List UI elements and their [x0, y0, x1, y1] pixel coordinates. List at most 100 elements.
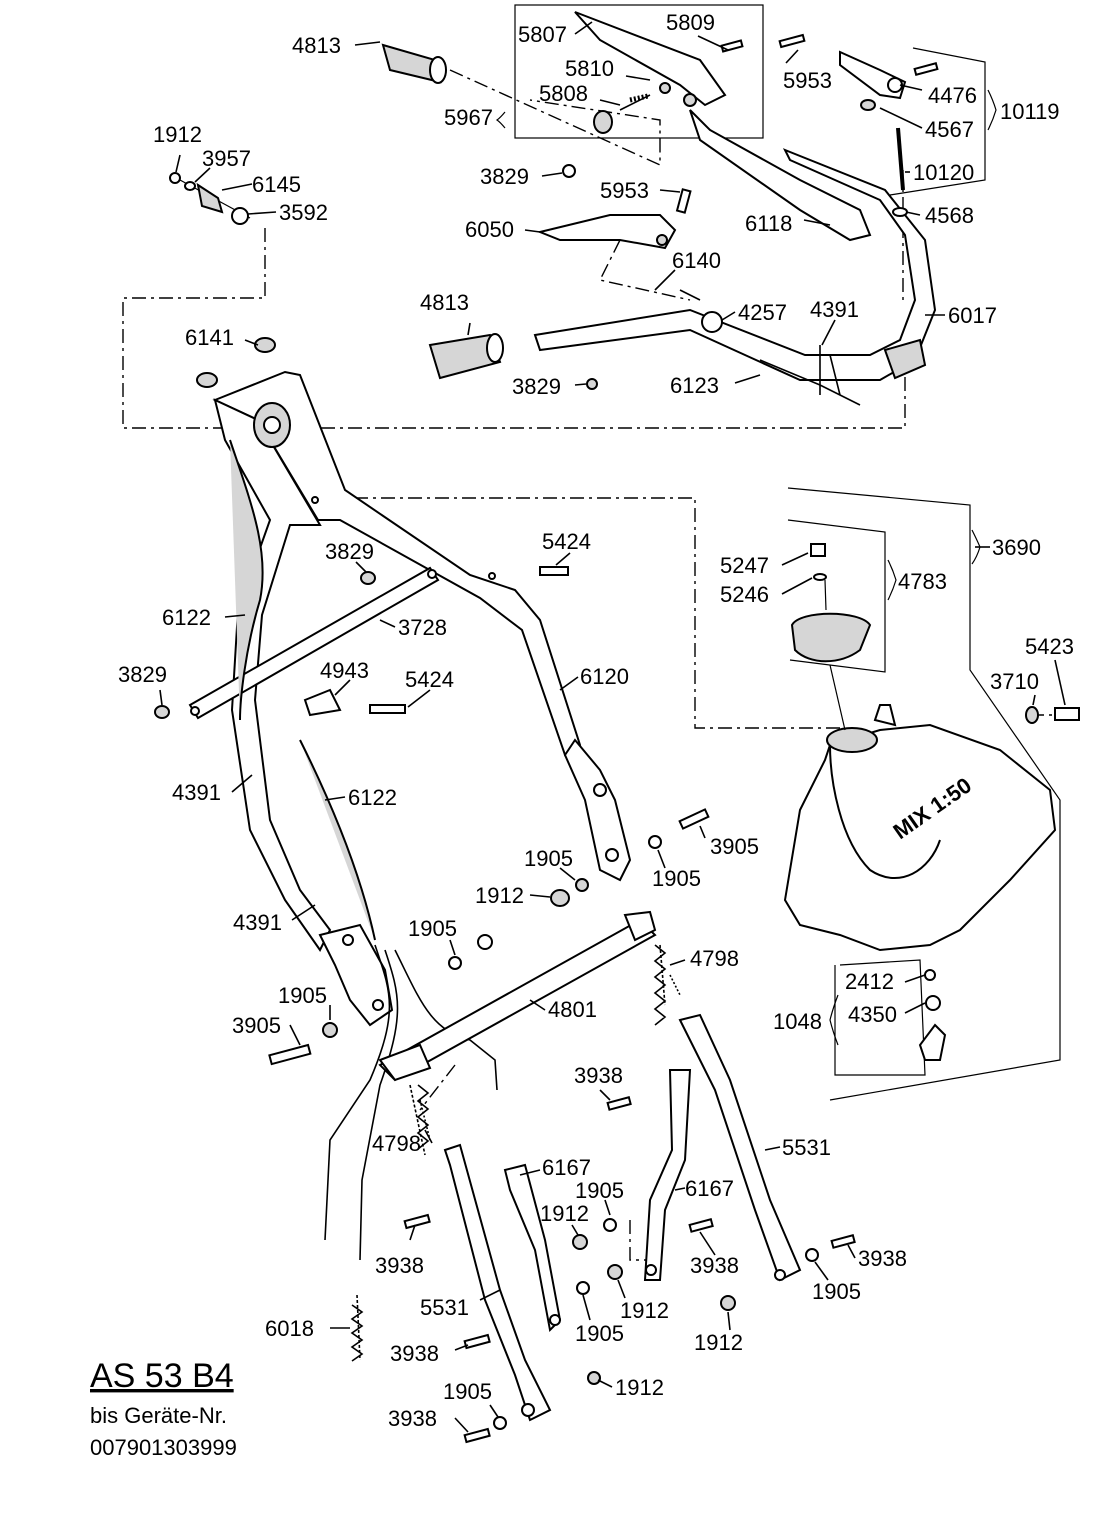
serial-note-line1: bis Geräte-Nr.	[90, 1403, 227, 1428]
part-label: 5424	[405, 667, 454, 692]
lever-5807-icon	[574, 11, 727, 107]
part-label: 1905	[575, 1178, 624, 1203]
part-label: 6017	[948, 303, 997, 328]
part-label: 3829	[118, 662, 167, 687]
lower-struts	[356, 910, 802, 1422]
part-label: 1905	[652, 866, 701, 891]
part-label: 1912	[540, 1201, 589, 1226]
leader-lines	[159, 21, 1066, 1433]
part-label: 4568	[925, 203, 974, 228]
part-label: 5810	[565, 56, 614, 81]
part-label: 1905	[408, 916, 457, 941]
fuel-tap-icon	[918, 1023, 947, 1061]
part-label: 1912	[620, 1298, 669, 1323]
cap-6141-icon	[196, 372, 218, 388]
part-label: 1905	[575, 1321, 624, 1346]
part-label: 5953	[600, 178, 649, 203]
grip-4813-lower-icon	[428, 333, 502, 380]
part-label: 1905	[524, 846, 573, 871]
part-label: 1905	[443, 1379, 492, 1404]
part-label: 6167	[685, 1176, 734, 1201]
model-info: AS 53 B4 bis Geräte-Nr. 007901303999	[90, 1357, 237, 1460]
part-label: 4798	[372, 1131, 421, 1156]
part-label: 3690	[992, 535, 1041, 560]
part-label: 3905	[710, 834, 759, 859]
part-label: 3710	[990, 669, 1039, 694]
part-label: 5246	[720, 582, 769, 607]
part-label: 3829	[325, 539, 374, 564]
part-label: 4801	[548, 997, 597, 1022]
part-label: 6141	[185, 325, 234, 350]
serial-note-line2: 007901303999	[90, 1435, 237, 1460]
part-label: 6123	[670, 373, 719, 398]
part-label: 4391	[810, 297, 859, 322]
part-label: 4783	[898, 569, 947, 594]
part-label: 3938	[574, 1063, 623, 1088]
part-label: 1048	[773, 1009, 822, 1034]
part-label: 3938	[388, 1406, 437, 1431]
part-label: 4476	[928, 83, 977, 108]
part-label: 3592	[279, 200, 328, 225]
part-label: 4257	[738, 300, 787, 325]
part-labels: 4813 5807 5809 5810 5808 5967 5953 4476 …	[118, 10, 1074, 1431]
part-label: 5807	[518, 22, 567, 47]
part-label: 1912	[615, 1375, 664, 1400]
cross-strut-3728	[188, 566, 440, 720]
part-label: 5423	[1025, 634, 1074, 659]
gear-4391-icon	[883, 338, 927, 380]
lever-group-box	[514, 4, 764, 139]
part-label: 6118	[745, 211, 792, 236]
handlebar-frame	[196, 337, 632, 1027]
part-label: 5531	[782, 1135, 831, 1160]
part-label: 3938	[375, 1253, 424, 1278]
part-label: 2412	[845, 969, 894, 994]
part-label: 1905	[812, 1279, 861, 1304]
part-label: 6120	[580, 664, 629, 689]
part-label: 1912	[475, 883, 524, 908]
group-brackets	[495, 4, 1061, 1101]
part-label: 3728	[398, 615, 447, 640]
part-label: 3938	[690, 1253, 739, 1278]
part-label: 4813	[420, 290, 469, 315]
part-label: 4943	[320, 658, 369, 683]
part-label: 3938	[390, 1341, 439, 1366]
part-label: 6122	[348, 785, 397, 810]
part-label: 5809	[666, 10, 715, 35]
part-label: 6122	[162, 605, 211, 630]
model-title: AS 53 B4	[90, 1357, 234, 1395]
part-label: 5967	[444, 105, 493, 130]
part-label: 6145	[252, 172, 301, 197]
part-label: 6167	[542, 1155, 591, 1180]
part-label: 4798	[690, 946, 739, 971]
springs	[350, 944, 667, 1362]
strut-5531-right-icon	[678, 1013, 802, 1282]
upper-handle-assembly	[169, 11, 939, 406]
strut-5531-left-icon	[443, 1143, 552, 1422]
lever-6050-icon	[536, 214, 677, 250]
fuel-tank-assembly: MIX 1:50	[783, 543, 1080, 1061]
part-label: 5531	[420, 1295, 469, 1320]
part-label: 6018	[265, 1316, 314, 1341]
part-label: 3829	[480, 164, 529, 189]
part-label: 4391	[233, 910, 282, 935]
part-label: 4567	[925, 117, 974, 142]
part-label: 4350	[848, 1002, 897, 1027]
part-label: 5424	[542, 529, 591, 554]
part-label: 3905	[232, 1013, 281, 1038]
part-label: 4813	[292, 33, 341, 58]
part-label: 3829	[512, 374, 561, 399]
part-label: 6050	[465, 217, 514, 242]
fuel-cap-icon	[790, 612, 872, 663]
part-label: 10119	[1000, 99, 1060, 124]
part-label: 5247	[720, 553, 769, 578]
part-label: 5808	[539, 81, 588, 106]
part-label: 1912	[153, 122, 202, 147]
part-label: 5953	[783, 68, 832, 93]
cap-6141b-icon	[254, 337, 276, 353]
part-label: 3938	[858, 1246, 907, 1271]
tank-neck-icon	[826, 727, 878, 753]
fasteners	[154, 566, 856, 1444]
part-label: 1905	[278, 983, 327, 1008]
part-label: 3957	[202, 146, 251, 171]
